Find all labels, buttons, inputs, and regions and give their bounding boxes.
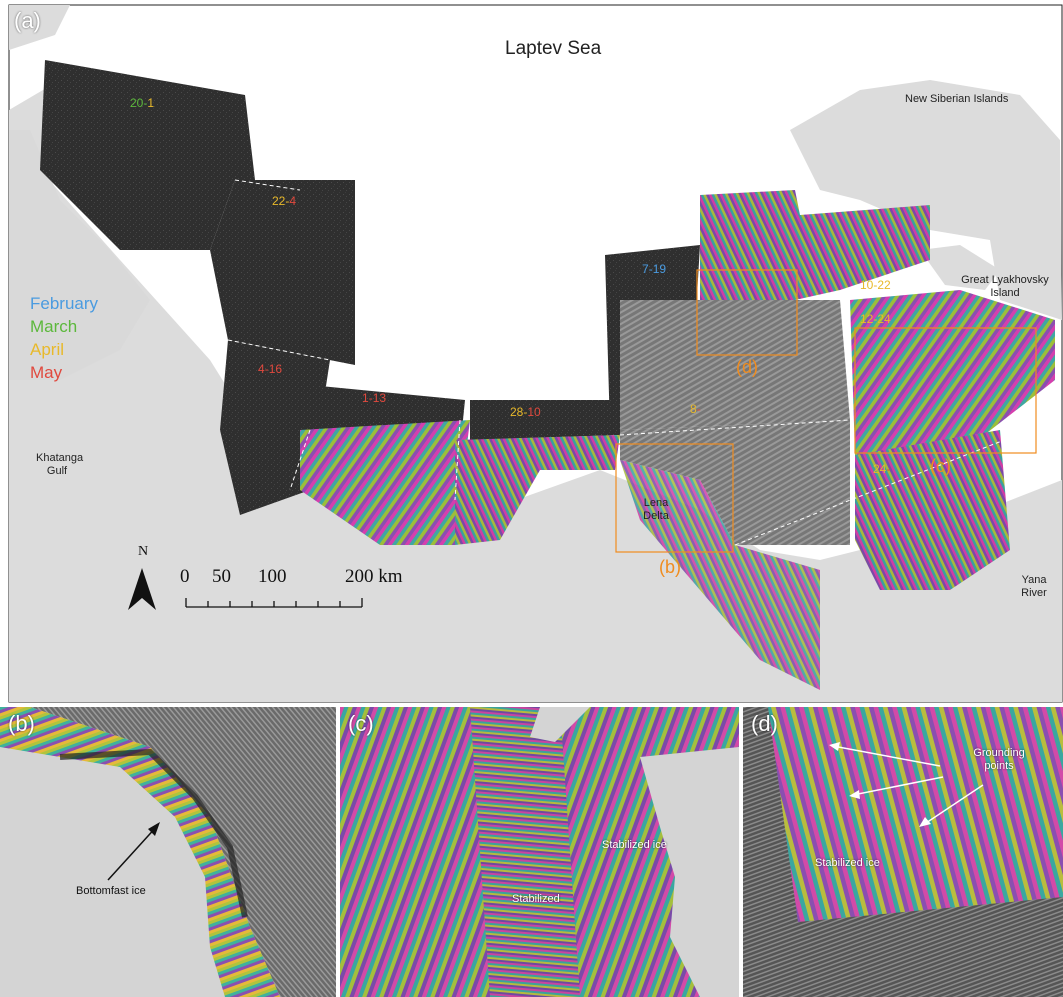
- scale-tick-200-km: 200 km: [345, 566, 403, 587]
- scale-tick-100: 100: [258, 566, 287, 587]
- sar-tile-22-4: [210, 180, 355, 365]
- panel-d-interferogram: [768, 707, 1063, 922]
- date-pair-28-10: 28-10: [510, 405, 541, 419]
- panel-c-coast-shape: [640, 747, 739, 997]
- place-lena-delta: Lena Delta: [643, 497, 669, 522]
- focus-box-c-label: (c): [930, 456, 951, 476]
- place-khatanga-gulf: Khatanga Gulf: [36, 452, 84, 477]
- date-pair-10-22: 10-22: [860, 278, 891, 292]
- panel-d-label: (d): [751, 711, 778, 736]
- date-pair-7-19: 7-19: [642, 262, 667, 276]
- scale-tick-0: 0: [180, 566, 190, 587]
- north-arrow-label: N: [138, 544, 149, 559]
- legend-may: May: [30, 363, 63, 382]
- panel-b-detail: (b) Bottomfast ice: [0, 707, 336, 997]
- interferogram-10-22: [700, 190, 930, 300]
- panel-b-label: (b): [8, 711, 35, 736]
- north-arrow-icon: [128, 568, 156, 610]
- grounding-arrows: [832, 745, 984, 826]
- date-pair-22-4: 22-4: [272, 194, 297, 208]
- panel-b-bottomfast-fringe: [0, 707, 280, 997]
- panel-c-island-shape: [530, 707, 590, 742]
- stabilized-ice-annotation-d: Stabilized ice: [815, 857, 880, 869]
- panel-b-sar-texture: [30, 707, 336, 997]
- focus-box-d-label: (d): [736, 357, 758, 377]
- date-pair-1-13: 1-13: [362, 391, 387, 405]
- month-legend: February March April May: [30, 292, 98, 384]
- new-siberian-islands-shape: [790, 80, 1062, 320]
- tile-seams: [227, 179, 1031, 546]
- panel-d-canvas: [743, 707, 1063, 997]
- sar-tile-1-13: [310, 385, 465, 430]
- sar-tile-20-1: [40, 60, 255, 250]
- place-great-lyakhovsky-island: Great Lyakhovsky Island: [961, 274, 1049, 299]
- panel-c-label: (c): [348, 711, 374, 736]
- scale-bar: [185, 598, 363, 608]
- bottomfast-ice-annotation: Bottomfast ice: [76, 885, 146, 897]
- sar-tile-grey-north: [620, 300, 850, 430]
- date-pair-24: 24-: [873, 462, 891, 476]
- sea-title: Laptev Sea: [505, 38, 602, 59]
- legend-april: April: [30, 340, 65, 359]
- interferogram-12-24: [850, 290, 1055, 455]
- interferogram-24: [855, 430, 1010, 590]
- bottomfast-arrow: [107, 824, 159, 881]
- panel-a-label: (a): [14, 8, 41, 33]
- focus-box-d: [696, 269, 798, 356]
- place-new-siberian-islands: New Siberian Islands: [905, 93, 1009, 105]
- sar-tile-8: [620, 420, 850, 545]
- mainland-shape: [9, 80, 1062, 702]
- place-yana-river: Yana River: [1021, 574, 1047, 599]
- grounding-points-annotation: Grounding points: [973, 747, 1025, 772]
- legend-february: February: [30, 294, 99, 313]
- great-lyakhovsky-island-shape: [920, 245, 1000, 290]
- sar-tile-28-10: [470, 400, 620, 440]
- land-northwest-shape: [9, 5, 70, 50]
- panel-c-detail: (c) Stabilized ice Stabilized: [340, 707, 739, 997]
- interferogram-28-10: [455, 435, 620, 545]
- date-pair-20-1: 20-1: [130, 96, 155, 110]
- interferogram-lena: [620, 460, 820, 690]
- panel-c-canvas: [340, 707, 739, 997]
- date-pair-12-24: 12-24: [860, 312, 891, 326]
- date-pair-8: 8-: [690, 402, 701, 416]
- stabilized-annotation-c: Stabilized: [512, 893, 560, 905]
- interferogram-1-13: [300, 420, 470, 545]
- focus-box-c: [854, 327, 1037, 454]
- focus-boxes: [615, 269, 1037, 553]
- panel-d-detail: (d) Grounding points Stabilized ice: [743, 707, 1063, 997]
- scale-tick-50: 50: [212, 566, 231, 587]
- panel-a-overview-map: (a) Laptev Sea New Siberian Islands Grea…: [8, 4, 1063, 703]
- date-pair-4-16: 4-16: [258, 362, 283, 376]
- legend-march: March: [30, 317, 78, 336]
- focus-box-b-label: (b): [659, 557, 681, 577]
- focus-box-b: [615, 443, 734, 553]
- overview-map-canvas: [8, 4, 1063, 703]
- panel-b-canvas: [0, 707, 336, 997]
- stabilized-ice-annotation-c: Stabilized ice: [602, 839, 667, 851]
